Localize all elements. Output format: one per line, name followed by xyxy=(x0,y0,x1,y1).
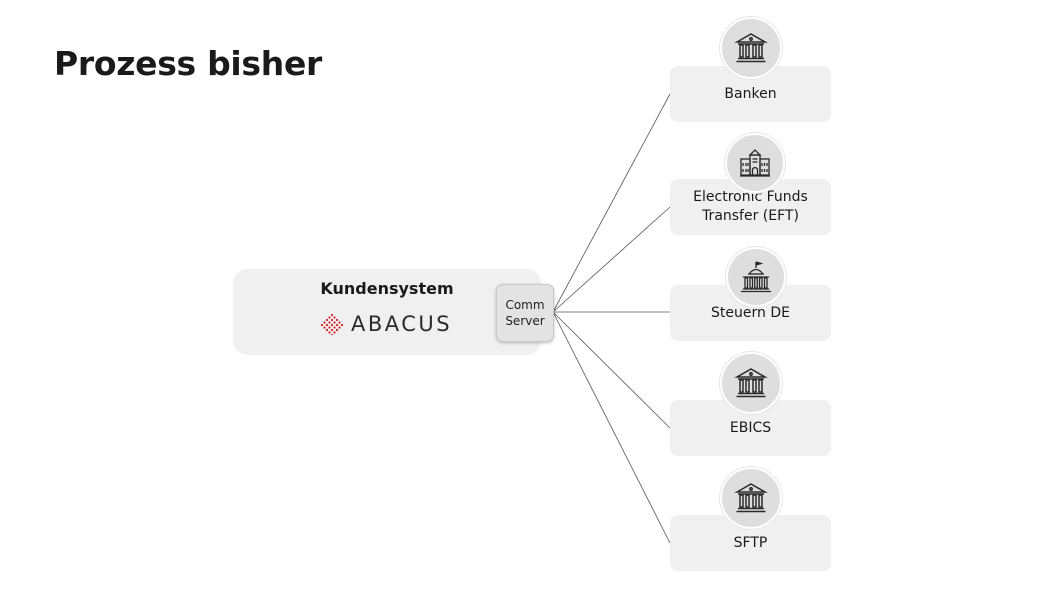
abacus-logo-text: ABACUS xyxy=(351,312,453,336)
abacus-logo: ABACUS xyxy=(321,311,461,337)
connector-line-sftp xyxy=(552,311,671,544)
government-building-icon xyxy=(725,133,785,193)
target-label: Banken xyxy=(724,85,777,102)
connector-line-eft xyxy=(552,206,671,313)
abacus-diamond-icon xyxy=(321,313,343,335)
target-label-line2: Transfer (EFT) xyxy=(702,208,799,224)
bank-icon xyxy=(720,17,782,79)
target-label: Steuern DE xyxy=(711,304,790,321)
connector-line-banken xyxy=(552,93,671,313)
connector-line-ebics xyxy=(552,311,671,429)
bank-icon xyxy=(720,467,782,529)
page-title: Prozess bisher xyxy=(54,44,323,83)
comm-server-label-line2: Server xyxy=(505,314,545,328)
bank-icon xyxy=(720,352,782,414)
client-system-box: Kundensystem ABACUS xyxy=(233,269,541,355)
target-label-line1: Electronic Funds xyxy=(693,189,808,205)
target-label: SFTP xyxy=(733,534,768,551)
capitol-building-icon xyxy=(726,247,786,307)
comm-server-box: Comm Server xyxy=(496,284,554,342)
comm-server-label-line1: Comm xyxy=(505,298,545,312)
client-system-title: Kundensystem xyxy=(320,279,454,298)
target-label: EBICS xyxy=(729,419,772,436)
